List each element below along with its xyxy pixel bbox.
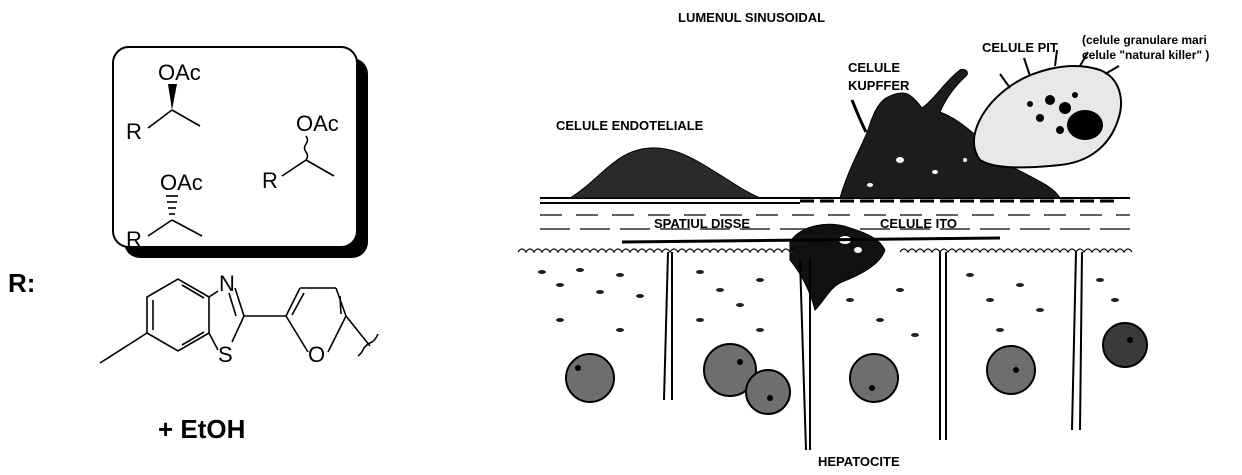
liver-diagram: LUMENUL SINUSOIDAL CELULE KUPFFER CELULE… [518,10,1209,469]
etoh-label: + EtOH [158,414,245,444]
ito-label: CELULE ITO [880,216,957,231]
n-atom-label: N [219,271,235,296]
chem-panel: OAc R OAc R OAc R R: [8,47,378,444]
o-atom-label: O [308,342,325,367]
disse-label: SPATIUL DISSE [654,216,750,231]
compound-box [113,47,357,247]
oac-label-2: OAc [296,111,339,136]
kupffer-label-line1: CELULE [848,60,900,75]
ito-processes [622,238,1000,242]
microvilli-right [900,249,1132,252]
oac-label-1: OAc [158,60,201,85]
hepatocyte-nuclei [566,323,1147,414]
endothelial-label: CELULE ENDOTELIALE [556,118,704,133]
pit-cell-nucleus [1067,110,1103,140]
oac-label-3: OAc [160,170,203,195]
kupffer-label-line2: KUPFFER [848,78,910,93]
s-atom-label: S [218,342,233,367]
kupffer-process [852,100,866,132]
substituent-structure [100,279,378,363]
ito-cell [790,224,885,310]
lumen-label: LUMENUL SINUSOIDAL [678,10,825,25]
endothelial-cell [570,148,760,198]
pit-note-line1: (celule granulare mari [1082,33,1207,47]
r-definition-label: R: [8,268,35,298]
r-label-3: R [126,227,142,252]
hepatocytes-label: HEPATOCITE [818,454,900,469]
pit-label: CELULE PIT [982,40,1058,55]
r-label-2: R [262,168,278,193]
pit-note-line2: celule "natural killer" ) [1082,48,1209,62]
microvilli-left [518,249,798,252]
r-label-1: R [126,119,142,144]
